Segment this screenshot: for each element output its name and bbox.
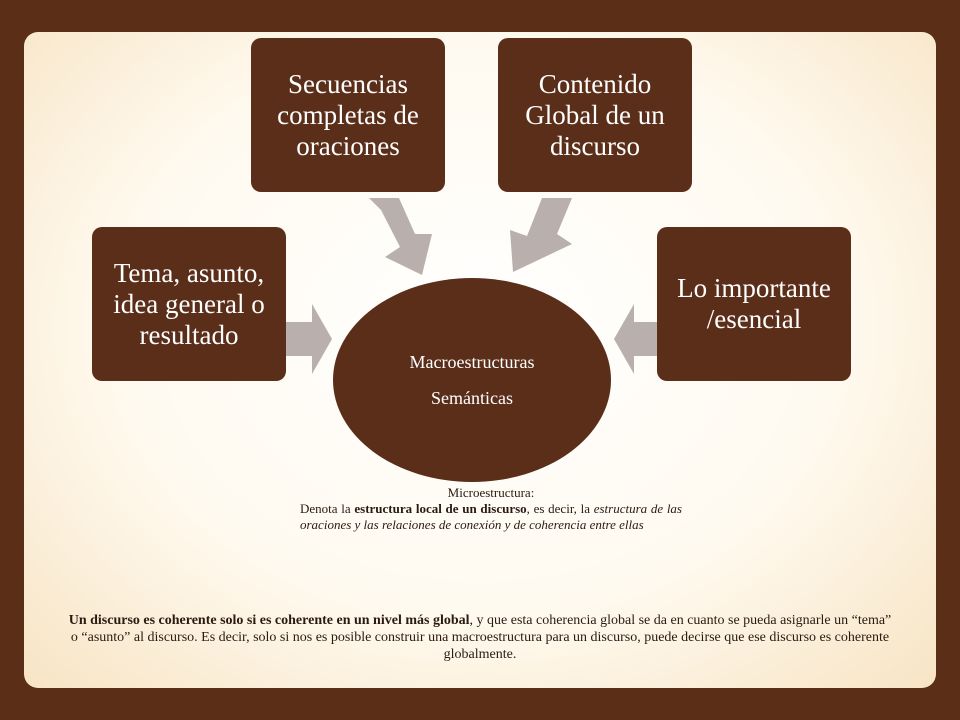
box-contenido-global: Contenido Global de un discurso — [498, 38, 692, 192]
micro-body: Denota la estructura local de un discurs… — [300, 501, 682, 533]
micro-text-italic: estructura de las oraciones y las relaci… — [300, 501, 682, 532]
arrow-tema — [286, 304, 332, 374]
microestructura-note: Microestructura: Denota la estructura lo… — [300, 485, 682, 533]
arrow-contenido — [510, 198, 572, 272]
center-ellipse: Macroestructuras Semánticas — [333, 278, 611, 482]
micro-text-3: , es decir, la — [526, 501, 594, 516]
center-line-1: Macroestructuras — [409, 352, 535, 372]
box-tema-label: Tema, asunto, idea general o resultado — [113, 257, 265, 350]
box-tema: Tema, asunto, idea general o resultado — [92, 227, 286, 381]
micro-text-1: Denota la — [300, 501, 355, 516]
arrow-secuencias — [369, 198, 432, 275]
bottom-rest: , y que esta coherencia global se da en … — [70, 613, 892, 662]
micro-title-row: Microestructura: — [300, 485, 682, 501]
center-line-2: Semánticas — [431, 388, 513, 408]
micro-title: Microestructura — [447, 485, 531, 500]
box-secuencias-label: Secuencias completas de oraciones — [277, 68, 419, 161]
box-importante-label: Lo importante /esencial — [677, 273, 831, 334]
box-contenido-label: Contenido Global de un discurso — [525, 68, 665, 161]
micro-title-colon: : — [530, 485, 535, 500]
bottom-bold: Un discurso es coherente solo si es cohe… — [68, 613, 470, 628]
slide-frame: Secuencias completas de oraciones Conten… — [24, 32, 936, 688]
arrows-layer — [286, 198, 657, 374]
arrow-importante — [614, 304, 657, 374]
box-importante: Lo importante /esencial — [657, 227, 851, 381]
box-secuencias: Secuencias completas de oraciones — [251, 38, 445, 192]
micro-text-bold: estructura local de un discurso — [354, 501, 527, 516]
bottom-paragraph: Un discurso es coherente solo si es cohe… — [64, 612, 896, 663]
